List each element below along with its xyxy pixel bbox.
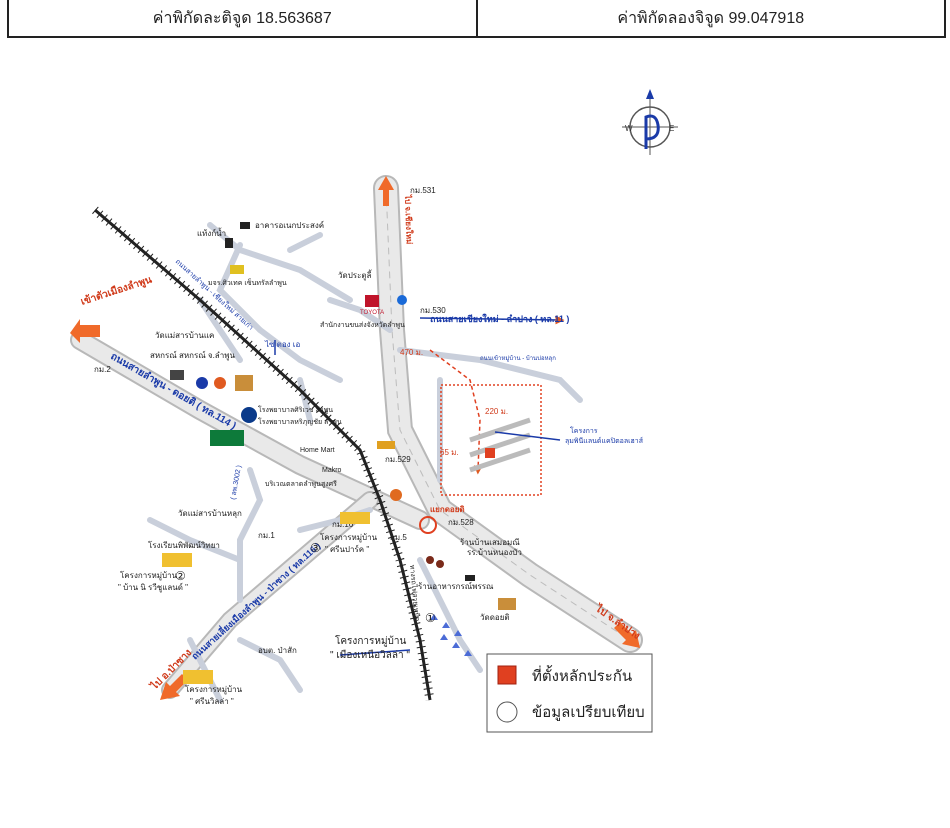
map-legend: ที่ตั้งหลักประกัน ข้อมูลเปรียบเทียบ bbox=[486, 653, 653, 733]
label-orbit: อบต. ป่าสัก bbox=[258, 646, 297, 655]
label-to-chiangmai: ไป จ.เชียงใหม่ bbox=[403, 194, 415, 245]
label-dist470: 470 ม. bbox=[400, 348, 423, 357]
railway-line bbox=[92, 206, 435, 701]
longitude-cell: ค่าพิกัดลองจิจูด 99.047918 bbox=[478, 0, 945, 36]
label-km530: กม.530 bbox=[420, 306, 446, 315]
label-road-cm-lampang: ถนนสายเชียงใหม่ - ลำปาง ( ทล.11 ) bbox=[430, 313, 569, 324]
label-village2-title: โครงการหมู่บ้าน bbox=[320, 532, 378, 543]
label-num3: ③ bbox=[310, 541, 321, 555]
label-makro: Makro bbox=[322, 467, 342, 474]
collateral-marker bbox=[485, 448, 495, 458]
village-cluster bbox=[430, 614, 472, 656]
label-kaeng-nam: แท้งก์น้ำ bbox=[197, 227, 226, 238]
direction-arrows bbox=[70, 176, 640, 700]
legend-comparison-swatch bbox=[496, 701, 518, 723]
label-wat-kad: วัดแม่สารบ้านแค bbox=[155, 331, 214, 340]
label-wat-doi-ti: วัดดอยติ bbox=[480, 613, 510, 622]
label-hospital: โรงพยาบาลศิริเวช ลำพูน bbox=[258, 405, 333, 414]
label-home-mart: Home Mart bbox=[300, 447, 335, 454]
label-project-title: โครงการ bbox=[570, 426, 598, 435]
label-shop1: ร้านบ้านเสมอมณี bbox=[460, 538, 520, 547]
label-wat-pratu-li: วัดประตูลี้ bbox=[338, 269, 373, 281]
label-village4-title: โครงการหมู่บ้าน bbox=[185, 684, 243, 695]
label-project-name: ลุมพินีแลนด์แคปิตอลเฮาส์ bbox=[565, 437, 644, 445]
svg-text:E: E bbox=[669, 124, 674, 133]
label-bid-wiang: บริเวณตลาดลำพูนสูงศรี bbox=[265, 480, 337, 488]
compass-rose-icon: W E bbox=[622, 89, 678, 155]
label-school: โรงเรียนพิพัฒน์วิทยา bbox=[148, 540, 220, 550]
longitude-text: ค่าพิกัดลองจิจูด 99.047918 bbox=[617, 9, 805, 27]
label-shop3: ร้านอาหารกรณ์พรรณ bbox=[418, 581, 494, 591]
legend-comparison-label: ข้อมูลเปรียบเทียบ bbox=[532, 704, 645, 721]
label-road-lamphun-pasang: ถนนสายเลี่ยงเมืองลำพูน - ป่าซาง ( ทล.116… bbox=[188, 539, 323, 662]
label-road-lamphun-doiti: ถนนสายลำพูน - ดอยติ ( ทล.114 ) bbox=[108, 350, 238, 433]
poi-icons bbox=[162, 222, 516, 684]
label-sai-thong: ไซ ตอง เอ bbox=[264, 340, 301, 349]
latitude-cell: ค่าพิกัดละติจูด 18.563687 bbox=[9, 0, 478, 36]
label-toyota: TOYOTA bbox=[360, 310, 384, 316]
label-doiti-junction: แยกดอยติ bbox=[430, 505, 465, 514]
label-km531: กม.531 bbox=[410, 186, 436, 195]
legend-collateral-swatch bbox=[497, 665, 517, 685]
label-office: สำนักงานขนส่งจังหวัดลำพูน bbox=[320, 321, 405, 329]
project-area bbox=[429, 349, 542, 496]
label-dist220: 220 ม. bbox=[485, 407, 508, 416]
comparison-marker-doiti bbox=[419, 516, 437, 534]
svg-text:W: W bbox=[625, 124, 633, 133]
label-road-ts3002: ( ลพ.3002 ) bbox=[230, 465, 243, 501]
label-km2: กม.2 bbox=[94, 365, 111, 374]
label-hospital2: โรงพยาบาลหริภุญชัย ลำพูน bbox=[258, 417, 342, 426]
label-kor-pho: มจร.ศิวเทค เซ็นทรัลลำพูน bbox=[208, 278, 287, 287]
label-dist65: 65 ม. bbox=[440, 448, 459, 457]
road-pointers bbox=[274, 315, 565, 656]
label-km529: กม.529 bbox=[385, 455, 411, 464]
label-num1: ① bbox=[425, 611, 436, 625]
label-sahakorn: สหกรณ์ สหกรณ์ จ.ลำพูน bbox=[150, 350, 235, 361]
label-village3-title: โครงการหมู่บ้าน bbox=[335, 634, 407, 647]
label-km16: กม.16 bbox=[332, 520, 354, 529]
label-km5: กม.5 bbox=[390, 533, 407, 542]
label-aircraft: อาคารอเนกประสงค์ bbox=[255, 220, 324, 230]
label-km528: กม.528 bbox=[448, 518, 474, 527]
label-village1-title: โครงการหมู่บ้าน bbox=[120, 570, 178, 581]
label-village2-name: " ศรีนปาร์ค " bbox=[325, 544, 369, 554]
label-wat-mae-san: วัดแม่สารบ้านหลุก bbox=[178, 509, 242, 518]
road-network bbox=[70, 175, 643, 703]
label-num2: ② bbox=[175, 569, 186, 583]
label-km1: กม.1 bbox=[258, 531, 275, 540]
legend-collateral-label: ที่ตั้งหลักประกัน bbox=[532, 665, 632, 685]
label-project-access: ถนนเข้าหมู่บ้าน - บ้านบ่อหลุก bbox=[480, 355, 556, 362]
label-village1-name: " บ้าน นิ รวีชูแลนด์ " bbox=[118, 582, 188, 593]
label-to-lamphun-city: เข้าตัวเมืองลำพูน bbox=[79, 274, 154, 309]
coordinate-header: ค่าพิกัดละติจูด 18.563687 ค่าพิกัดลองจิจ… bbox=[7, 0, 946, 38]
label-village3-name: " เมืองเหนือวิลล่า " bbox=[330, 649, 410, 661]
label-village4-name: " ศรีนวิลล่า " bbox=[190, 697, 234, 706]
latitude-text: ค่าพิกัดละติจูด 18.563687 bbox=[152, 9, 332, 27]
label-shop2: รร.บ้านหนองบัว bbox=[467, 548, 522, 557]
